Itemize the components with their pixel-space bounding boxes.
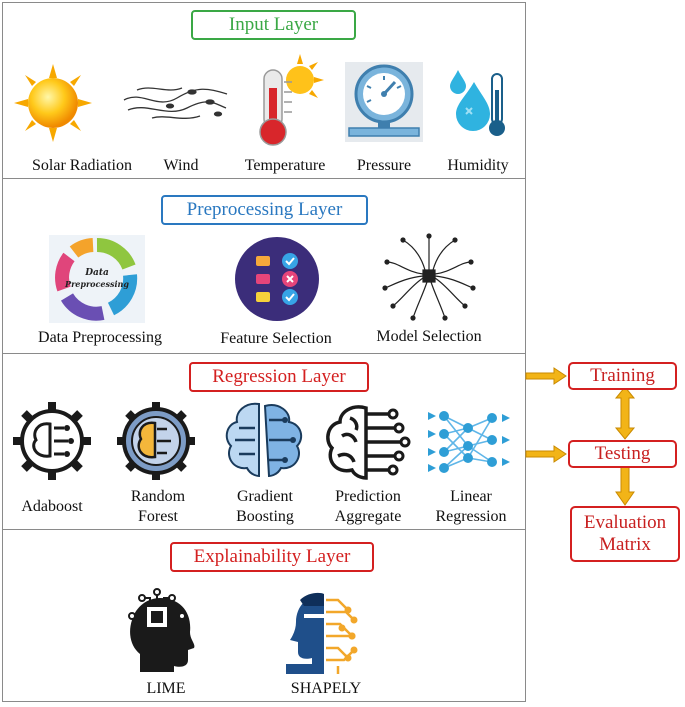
gradient-boosting-label-1: Gradient <box>237 488 293 505</box>
divider-1 <box>2 178 526 179</box>
cycle-center-text-2: Preprocessing <box>64 279 129 289</box>
input-layer-title: Input Layer <box>191 10 356 40</box>
random-forest-label-1: Random <box>130 488 186 505</box>
arrow-to-training <box>525 367 567 385</box>
model-selection-brain-icon <box>377 232 481 322</box>
prediction-aggregate-label-2: Aggregate <box>334 508 402 525</box>
lime-head-chip-icon <box>124 588 198 672</box>
training-box: Training <box>568 362 677 390</box>
prediction-aggregate-brain-icon <box>322 400 412 482</box>
random-forest-label-2: Forest <box>138 508 178 525</box>
arrow-to-evaluation <box>615 463 635 506</box>
divider-2 <box>2 353 526 354</box>
humidity-label: Humidity <box>447 157 509 174</box>
divider-3 <box>2 529 526 530</box>
temperature-icon <box>248 52 326 150</box>
data-preprocessing-label: Data Preprocessing <box>38 329 162 346</box>
wind-label: Wind <box>163 157 199 174</box>
lime-label: LIME <box>146 680 186 697</box>
linear-regression-network-icon <box>428 406 514 476</box>
sun-icon <box>12 62 94 144</box>
testing-box: Testing <box>568 440 677 468</box>
gradient-boosting-label-2: Boosting <box>236 508 294 525</box>
arrow-to-testing <box>525 445 567 463</box>
evaluation-line-1: Evaluation <box>583 512 667 533</box>
pressure-label: Pressure <box>356 157 412 174</box>
pressure-gauge-icon <box>345 62 423 142</box>
linear-regression-label-2: Regression <box>435 508 507 525</box>
solar-radiation-label: Solar Radiation <box>32 157 132 174</box>
cycle-center-text-1: Data <box>84 268 109 278</box>
prediction-aggregate-label-1: Prediction <box>335 488 401 505</box>
gradient-boosting-brain-icon <box>219 398 309 482</box>
adaboost-label: Adaboost <box>21 498 83 515</box>
shapely-head-circuit-icon <box>286 592 366 674</box>
regression-layer-title: Regression Layer <box>189 362 369 392</box>
random-forest-gear-brain-icon <box>115 399 197 483</box>
flow-arrows <box>525 367 636 506</box>
data-preprocessing-cycle-icon: Data Preprocessing <box>49 235 145 323</box>
evaluation-matrix-box: Evaluation Matrix <box>570 506 680 562</box>
temperature-label: Temperature <box>244 157 326 174</box>
feature-selection-icon <box>234 236 320 322</box>
shapely-label: SHAPELY <box>290 680 362 697</box>
preprocessing-layer-title: Preprocessing Layer <box>161 195 368 225</box>
adaboost-gear-brain-icon <box>10 398 94 484</box>
feature-selection-label: Feature Selection <box>220 330 332 347</box>
humidity-icon <box>444 66 508 140</box>
linear-regression-label-1: Linear <box>450 488 492 505</box>
diagram-frame <box>2 2 526 702</box>
explainability-layer-title: Explainability Layer <box>170 542 374 572</box>
model-selection-label: Model Selection <box>376 328 482 345</box>
evaluation-line-2: Matrix <box>599 534 651 555</box>
wind-icon <box>122 80 232 126</box>
arrow-training-testing <box>614 386 636 440</box>
